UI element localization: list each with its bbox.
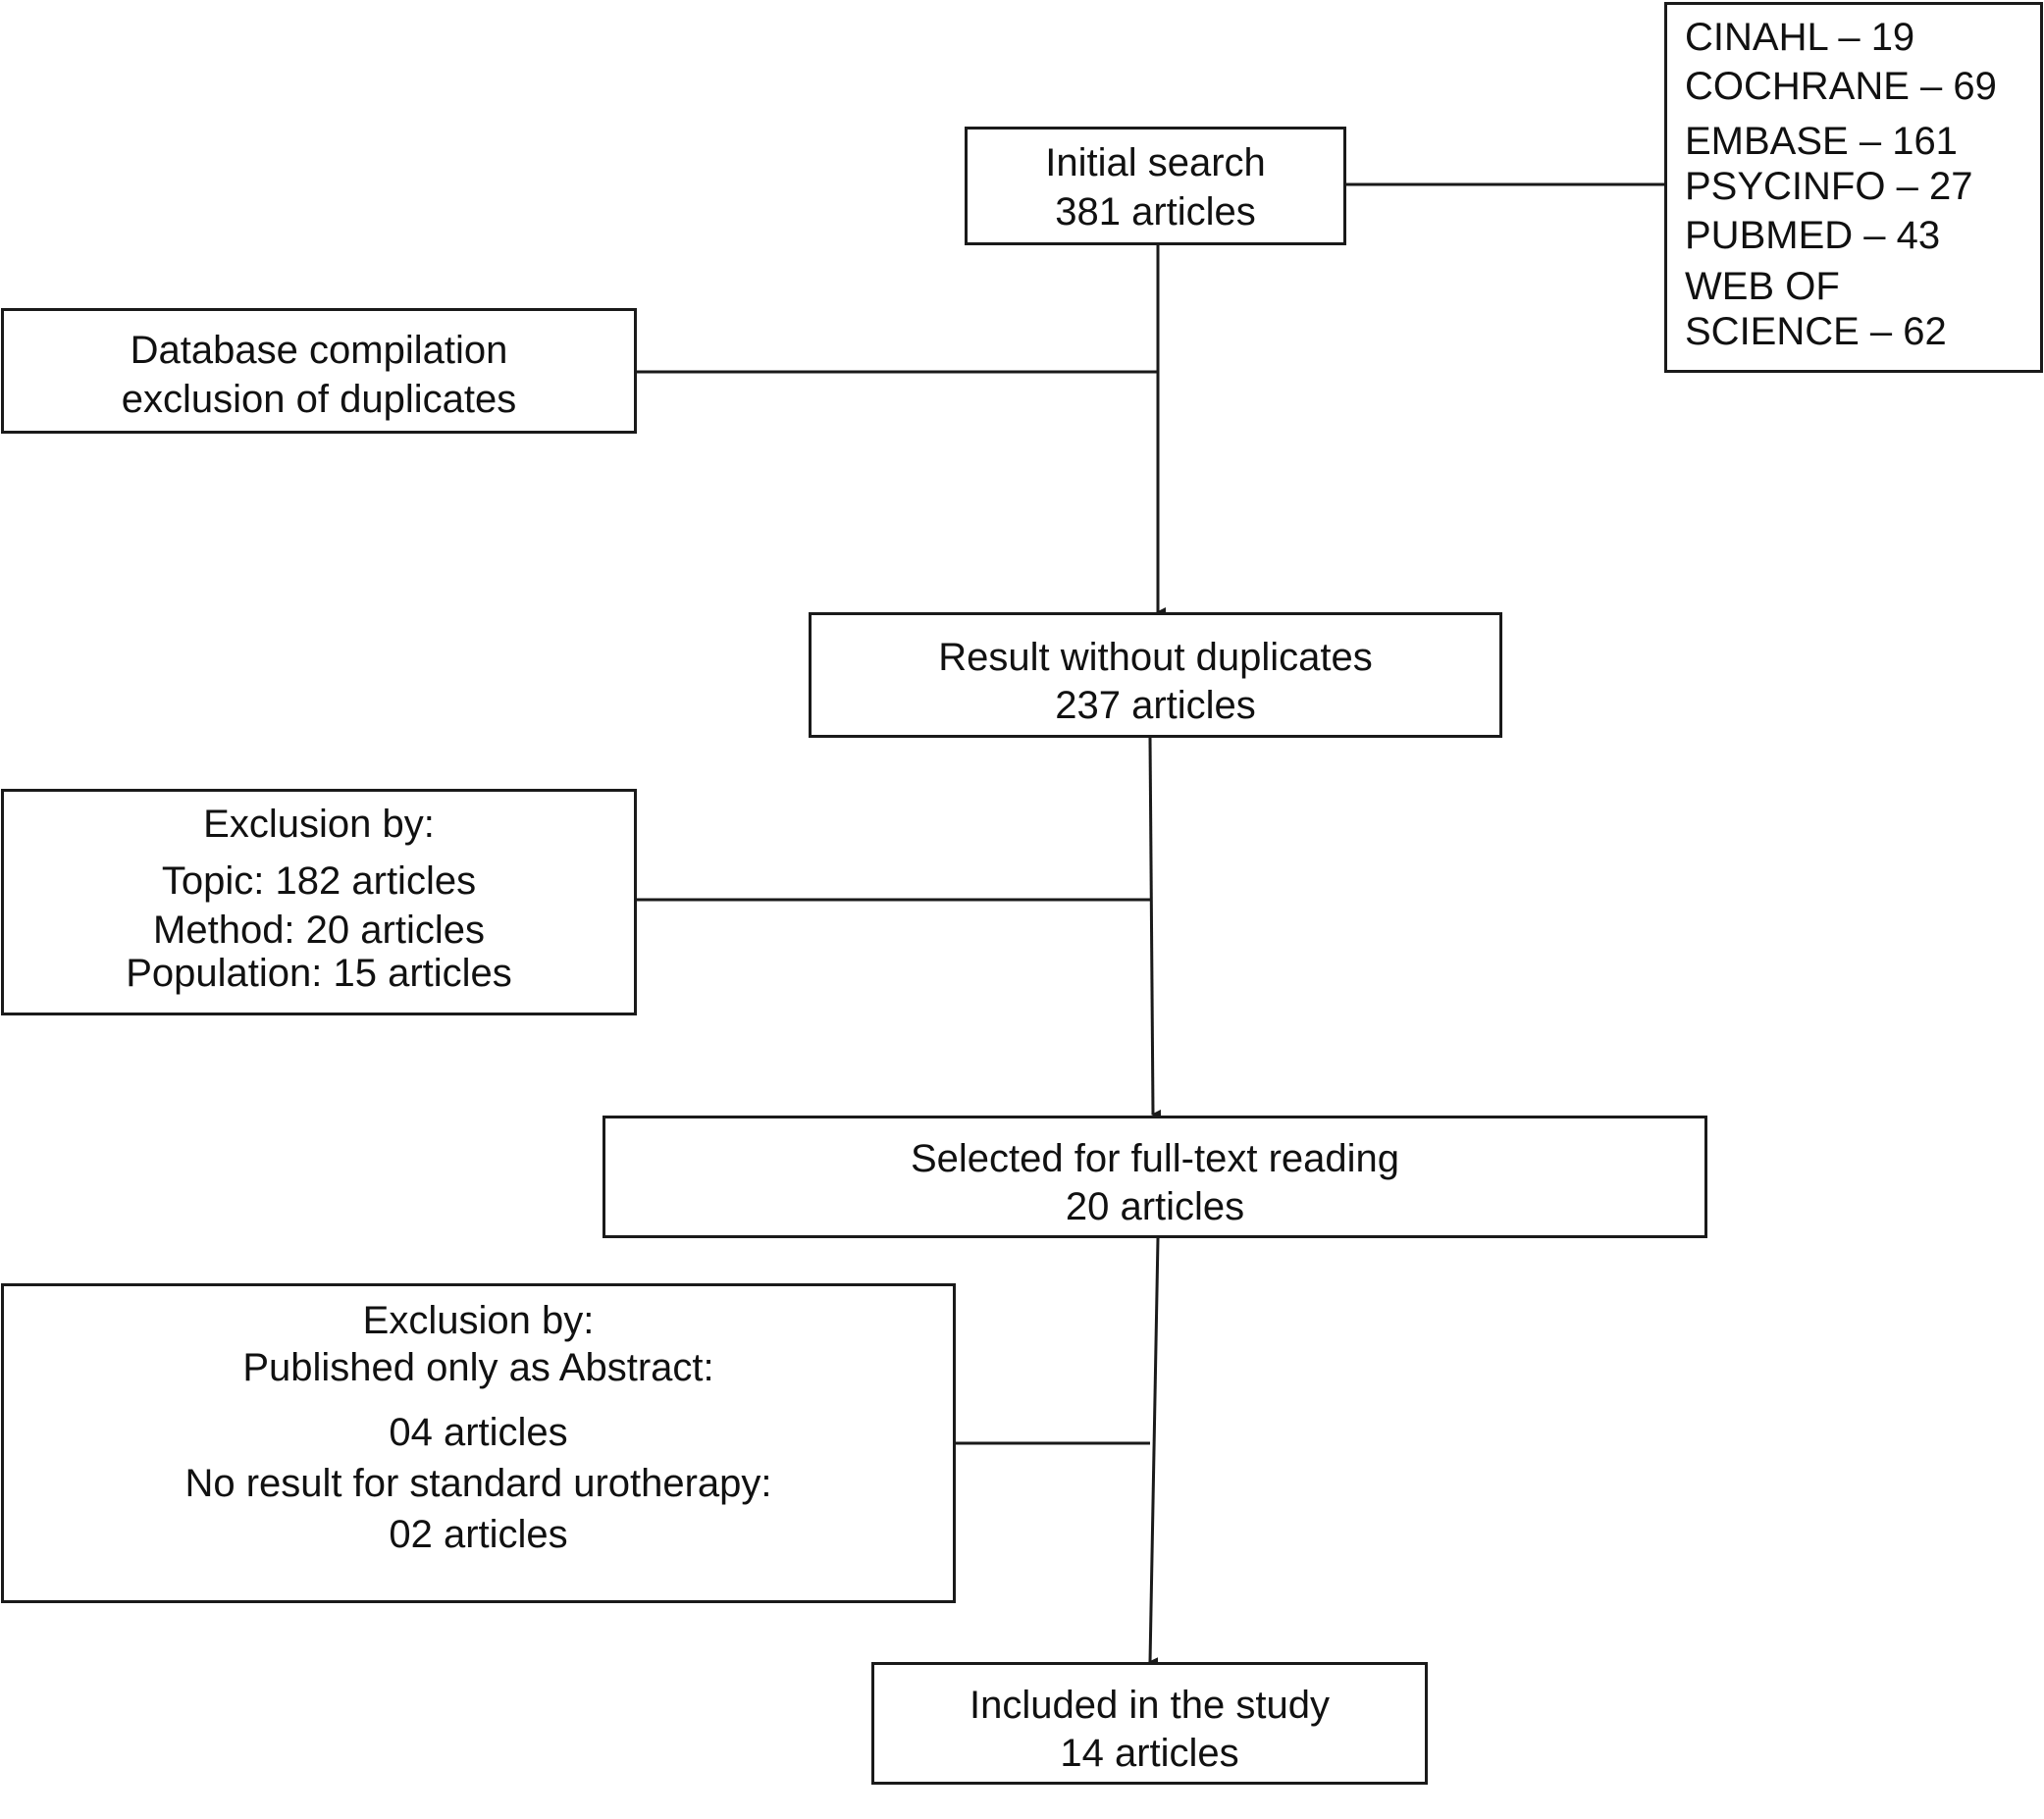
fulltext-box: Selected for full-text reading 20 articl…	[603, 1116, 1707, 1238]
included-box: Included in the study 14 articles	[871, 1662, 1428, 1785]
initial-search-count: 381 articles	[1055, 190, 1256, 234]
exclusion2-urotherapy-count: 02 articles	[389, 1513, 568, 1556]
database-compilation-box: Database compilation exclusion of duplic…	[1, 308, 637, 434]
database-item: WEB OF	[1685, 265, 1840, 308]
arrow-dedup-to-fulltext	[1148, 737, 1162, 1119]
fulltext-title: Selected for full-text reading	[910, 1137, 1400, 1180]
exclusion1-method: Method: 20 articles	[153, 909, 485, 952]
exclusion1-population: Population: 15 articles	[126, 952, 512, 995]
database-item: PSYCINFO – 27	[1685, 165, 1973, 208]
exclusion2-abstract-count: 04 articles	[389, 1411, 568, 1454]
initial-search-box: Initial search 381 articles	[965, 127, 1346, 245]
compilation-line-1: Database compilation	[130, 329, 508, 372]
included-count: 14 articles	[1060, 1732, 1239, 1775]
dedup-count: 237 articles	[1055, 684, 1256, 727]
exclusion1-topic: Topic: 182 articles	[161, 859, 477, 903]
database-item: COCHRANE – 69	[1685, 65, 1997, 108]
exclusion-box-2: Exclusion by: Published only as Abstract…	[1, 1283, 956, 1603]
database-item: CINAHL – 19	[1685, 16, 1915, 59]
compilation-line-2: exclusion of duplicates	[121, 378, 517, 421]
dedup-result-box: Result without duplicates 237 articles	[809, 612, 1502, 738]
databases-box: CINAHL – 19 COCHRANE – 69 EMBASE – 161 P…	[1664, 2, 2043, 373]
database-item: PUBMED – 43	[1685, 214, 1941, 257]
included-title: Included in the study	[970, 1684, 1330, 1727]
fulltext-count: 20 articles	[1065, 1185, 1245, 1228]
exclusion-box-1: Exclusion by: Topic: 182 articles Method…	[1, 789, 637, 1015]
exclusion2-heading: Exclusion by:	[362, 1299, 595, 1342]
initial-search-title: Initial search	[1045, 141, 1266, 184]
database-item: SCIENCE – 62	[1685, 310, 1947, 353]
exclusion1-heading: Exclusion by:	[203, 803, 435, 846]
dedup-title: Result without duplicates	[938, 636, 1373, 679]
exclusion2-abstract: Published only as Abstract:	[242, 1346, 714, 1389]
database-item: EMBASE – 161	[1685, 120, 1958, 163]
arrow-fulltext-to-included	[1148, 1237, 1160, 1668]
exclusion2-urotherapy: No result for standard urotherapy:	[184, 1462, 772, 1505]
